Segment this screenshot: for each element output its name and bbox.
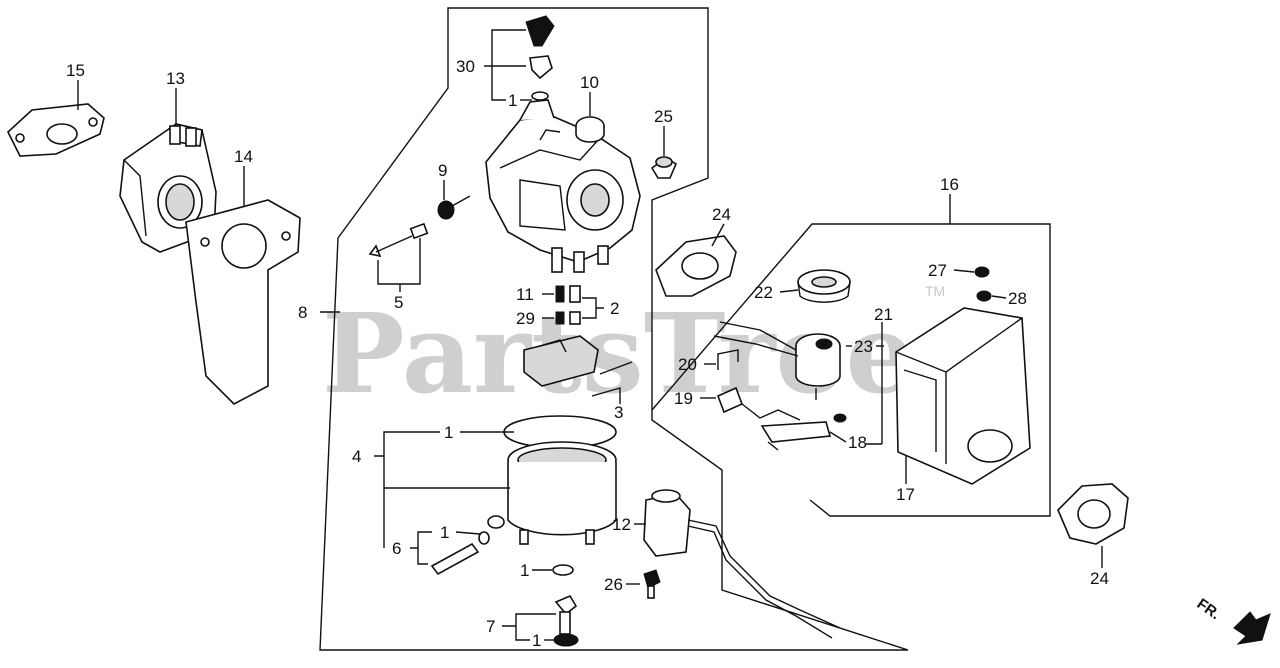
callout-22: 22 (754, 283, 773, 302)
callout-18: 18 (848, 433, 867, 452)
callout-13: 13 (166, 69, 185, 88)
callout-4: 4 (352, 447, 361, 466)
callout-19: 19 (674, 389, 693, 408)
air-cleaner-case-17 (895, 307, 1031, 485)
callout-2: 2 (610, 299, 619, 318)
bolt-26 (643, 569, 661, 599)
callout-5: 5 (394, 293, 403, 312)
watermark-trademark: TM (925, 283, 945, 299)
bracket-19 (716, 386, 801, 421)
callout-28: 28 (1008, 289, 1027, 308)
washer-1 (552, 564, 574, 576)
callout-21: 21 (874, 305, 893, 324)
callout-7: 7 (486, 617, 495, 636)
callout-24-top: 24 (712, 205, 731, 224)
float-bowl-assembly (503, 415, 617, 545)
carburetor-body (485, 99, 641, 273)
ignition-coil-23 (713, 321, 841, 400)
callout-1-drain: 1 (440, 523, 449, 542)
drain-screw-25 (650, 156, 678, 179)
callout-3: 3 (614, 403, 623, 422)
fuel-cut-solenoid-12 (643, 489, 841, 639)
plug-cap-10 (575, 116, 605, 143)
callout-1-washer: 1 (520, 561, 529, 580)
callout-12: 12 (612, 515, 631, 534)
wire-clip-20 (717, 349, 739, 370)
grommet-22 (797, 269, 851, 303)
nut-27-28 (974, 266, 992, 302)
leader-lines (77, 29, 1103, 641)
front-direction-arrow: FR. (1194, 595, 1271, 645)
callout-25: 25 (654, 107, 673, 126)
callout-17: 17 (896, 485, 915, 504)
callout-29: 29 (516, 309, 535, 328)
callout-1-top: 1 (508, 91, 517, 110)
float-3 (523, 335, 633, 387)
air-filter-group-outline (651, 223, 1051, 517)
bracket-18 (760, 413, 847, 451)
callout-15: 15 (66, 61, 85, 80)
pilot-screw-5 (368, 222, 429, 258)
callout-10: 10 (580, 73, 599, 92)
callout-9: 9 (438, 161, 447, 180)
bolt-7 (553, 594, 579, 647)
insulator-gasket-15 (7, 103, 105, 157)
front-direction-label: FR. (1194, 595, 1224, 623)
callout-1-bolt: 1 (532, 631, 541, 650)
callout-11: 11 (516, 285, 534, 304)
choke-knob-30 (525, 15, 555, 101)
throttle-stop-screw-9 (437, 195, 471, 220)
gasket-24-bottom (1057, 483, 1129, 545)
callout-14: 14 (234, 147, 253, 166)
callout-27: 27 (928, 261, 947, 280)
callout-23: 23 (854, 337, 873, 356)
callout-26: 26 (604, 575, 623, 594)
carburetor-group-outline (319, 7, 909, 651)
gasket-24-top (655, 235, 737, 297)
callout-30: 30 (456, 57, 475, 76)
callout-8: 8 (298, 303, 307, 322)
main-jet-11-29 (555, 285, 581, 325)
drain-screw-6 (430, 515, 505, 576)
callout-labels: 15 13 14 30 1 10 25 9 5 8 11 2 29 3 4 1 … (66, 57, 1109, 650)
callout-20: 20 (678, 355, 697, 374)
callout-1-bowl: 1 (444, 423, 453, 442)
insulator-plate-14 (185, 199, 301, 405)
callout-6: 6 (392, 539, 401, 558)
callout-24-bottom: 24 (1090, 569, 1109, 588)
callout-16: 16 (940, 175, 959, 194)
